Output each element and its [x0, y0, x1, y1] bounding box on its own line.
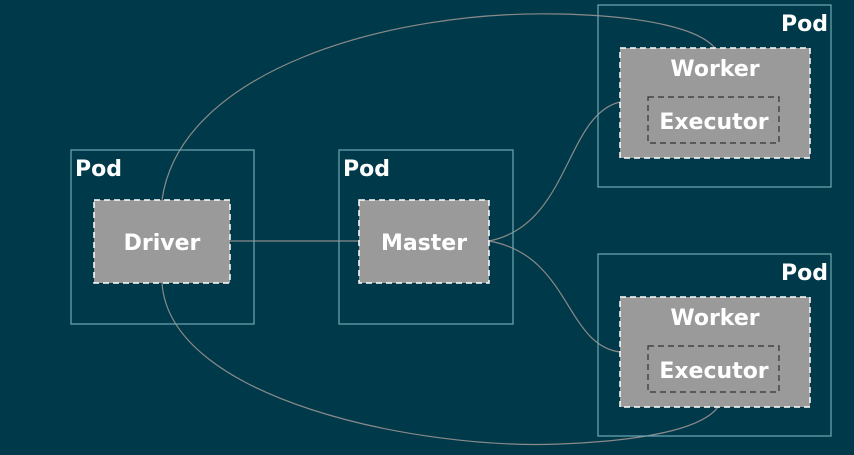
executor-label: Executor	[659, 359, 768, 384]
pod-label: Pod	[781, 12, 828, 37]
pod-label: Pod	[343, 157, 390, 182]
driver-label: Driver	[124, 231, 201, 256]
worker-box[interactable]	[619, 47, 811, 159]
worker-label: Worker	[670, 57, 759, 82]
pod-border	[338, 149, 514, 325]
pod-driver: Pod Driver	[70, 149, 255, 325]
connector-driver-to-worker2	[161, 282, 719, 446]
pod-label: Pod	[781, 261, 828, 286]
driver-box[interactable]	[93, 199, 231, 284]
worker-box[interactable]	[619, 296, 811, 408]
master-label: Master	[381, 231, 467, 256]
connector-master-to-worker1	[488, 101, 621, 242]
pod-border	[70, 149, 255, 325]
pod-border	[597, 4, 832, 188]
executor-label: Executor	[659, 110, 768, 135]
pod-master: Pod Master	[338, 149, 514, 325]
executor-box[interactable]	[647, 345, 780, 393]
pod-worker-1: Pod Worker Executor	[597, 4, 832, 188]
pod-label: Pod	[75, 157, 122, 182]
pod-worker-2: Pod Worker Executor	[597, 253, 832, 437]
pod-border	[597, 253, 832, 437]
executor-box[interactable]	[647, 96, 780, 144]
connector-driver-to-worker1	[161, 13, 716, 201]
connectors	[161, 13, 719, 446]
master-box[interactable]	[358, 199, 490, 284]
worker-label: Worker	[670, 306, 759, 331]
connector-master-to-worker2	[488, 240, 621, 353]
